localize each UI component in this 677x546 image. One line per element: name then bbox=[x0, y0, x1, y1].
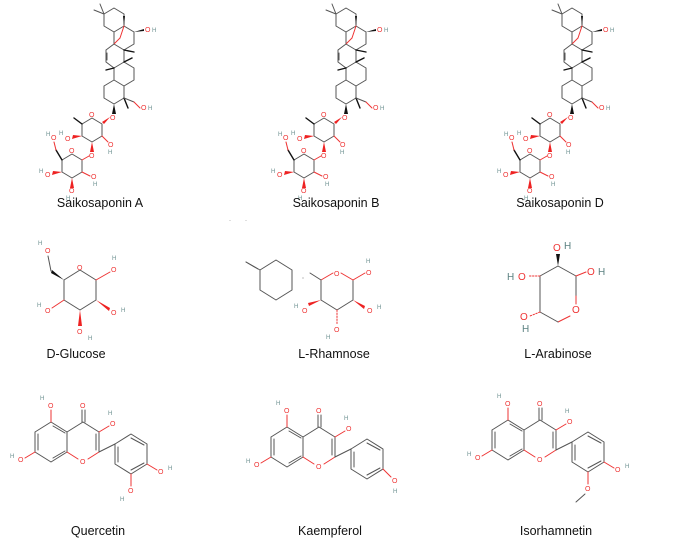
svg-text:O: O bbox=[45, 248, 51, 255]
svg-text:O: O bbox=[111, 310, 117, 317]
svg-text:O: O bbox=[334, 271, 340, 278]
compound-label: Isorhamnetin bbox=[519, 524, 593, 538]
molecule-diagram bbox=[270, 3, 390, 203]
svg-text:H: H bbox=[168, 466, 172, 472]
svg-text:O: O bbox=[572, 305, 580, 316]
svg-text:O: O bbox=[334, 327, 340, 334]
svg-text:O: O bbox=[366, 270, 372, 277]
svg-text:O: O bbox=[553, 243, 561, 254]
compound-label: L-Rhamnose bbox=[298, 347, 370, 361]
structure-l-rhamnose-main bbox=[226, 220, 452, 360]
compound-label: Kaempferol bbox=[298, 524, 362, 538]
svg-text:H: H bbox=[120, 497, 124, 503]
structure-saikosaponin-a: Saikosaponin A bbox=[0, 0, 226, 215]
svg-text:H: H bbox=[294, 304, 298, 310]
svg-text:H: H bbox=[37, 303, 41, 309]
svg-text:H: H bbox=[522, 324, 529, 335]
svg-text:O: O bbox=[77, 265, 83, 272]
svg-text:O: O bbox=[128, 488, 134, 495]
molecule-diagram bbox=[38, 3, 158, 203]
svg-text:O: O bbox=[45, 308, 51, 315]
molecule-diagram: OH bbox=[245, 400, 398, 495]
svg-text:H: H bbox=[326, 335, 330, 341]
structure-saikosaponin-d: Saikosaponin D bbox=[452, 0, 677, 215]
svg-text:O: O bbox=[158, 469, 164, 476]
svg-text:O: O bbox=[302, 308, 308, 315]
compound-label: Saikosaponin A bbox=[56, 196, 144, 210]
svg-text:O: O bbox=[585, 486, 591, 493]
svg-text:H: H bbox=[112, 256, 116, 262]
svg-text:H: H bbox=[598, 267, 605, 278]
svg-text:O: O bbox=[520, 312, 528, 323]
svg-text:O: O bbox=[111, 267, 117, 274]
svg-text:H: H bbox=[393, 489, 397, 495]
svg-text:O: O bbox=[615, 467, 621, 474]
svg-text:O: O bbox=[587, 267, 595, 278]
svg-text:H: H bbox=[88, 336, 92, 342]
molecule-diagram bbox=[496, 3, 616, 203]
structure-l-rhamnose: O bbox=[226, 220, 452, 360]
svg-text:H: H bbox=[507, 272, 514, 283]
compound-label: Saikosaponin B bbox=[292, 196, 380, 210]
svg-text:H: H bbox=[625, 464, 629, 470]
molecule-diagram: O bbox=[245, 259, 293, 301]
svg-text:O: O bbox=[518, 272, 526, 283]
svg-text:H: H bbox=[366, 259, 370, 265]
svg-text:H: H bbox=[564, 241, 571, 252]
svg-text:H: H bbox=[38, 241, 42, 247]
compound-label: D-Glucose bbox=[46, 347, 106, 361]
compound-label: Quercetin bbox=[70, 524, 126, 538]
compound-label: Saikosaponin D bbox=[516, 196, 604, 210]
svg-text:O: O bbox=[367, 308, 373, 315]
svg-text:O: O bbox=[392, 478, 398, 485]
svg-text:O: O bbox=[77, 329, 83, 336]
compound-label: L-Arabinose bbox=[524, 347, 592, 361]
molecule-diagram bbox=[229, 220, 304, 279]
structure-saikosaponin-b: Saikosaponin B bbox=[226, 0, 452, 215]
svg-text:H: H bbox=[377, 305, 381, 311]
svg-text:H: H bbox=[121, 308, 125, 314]
